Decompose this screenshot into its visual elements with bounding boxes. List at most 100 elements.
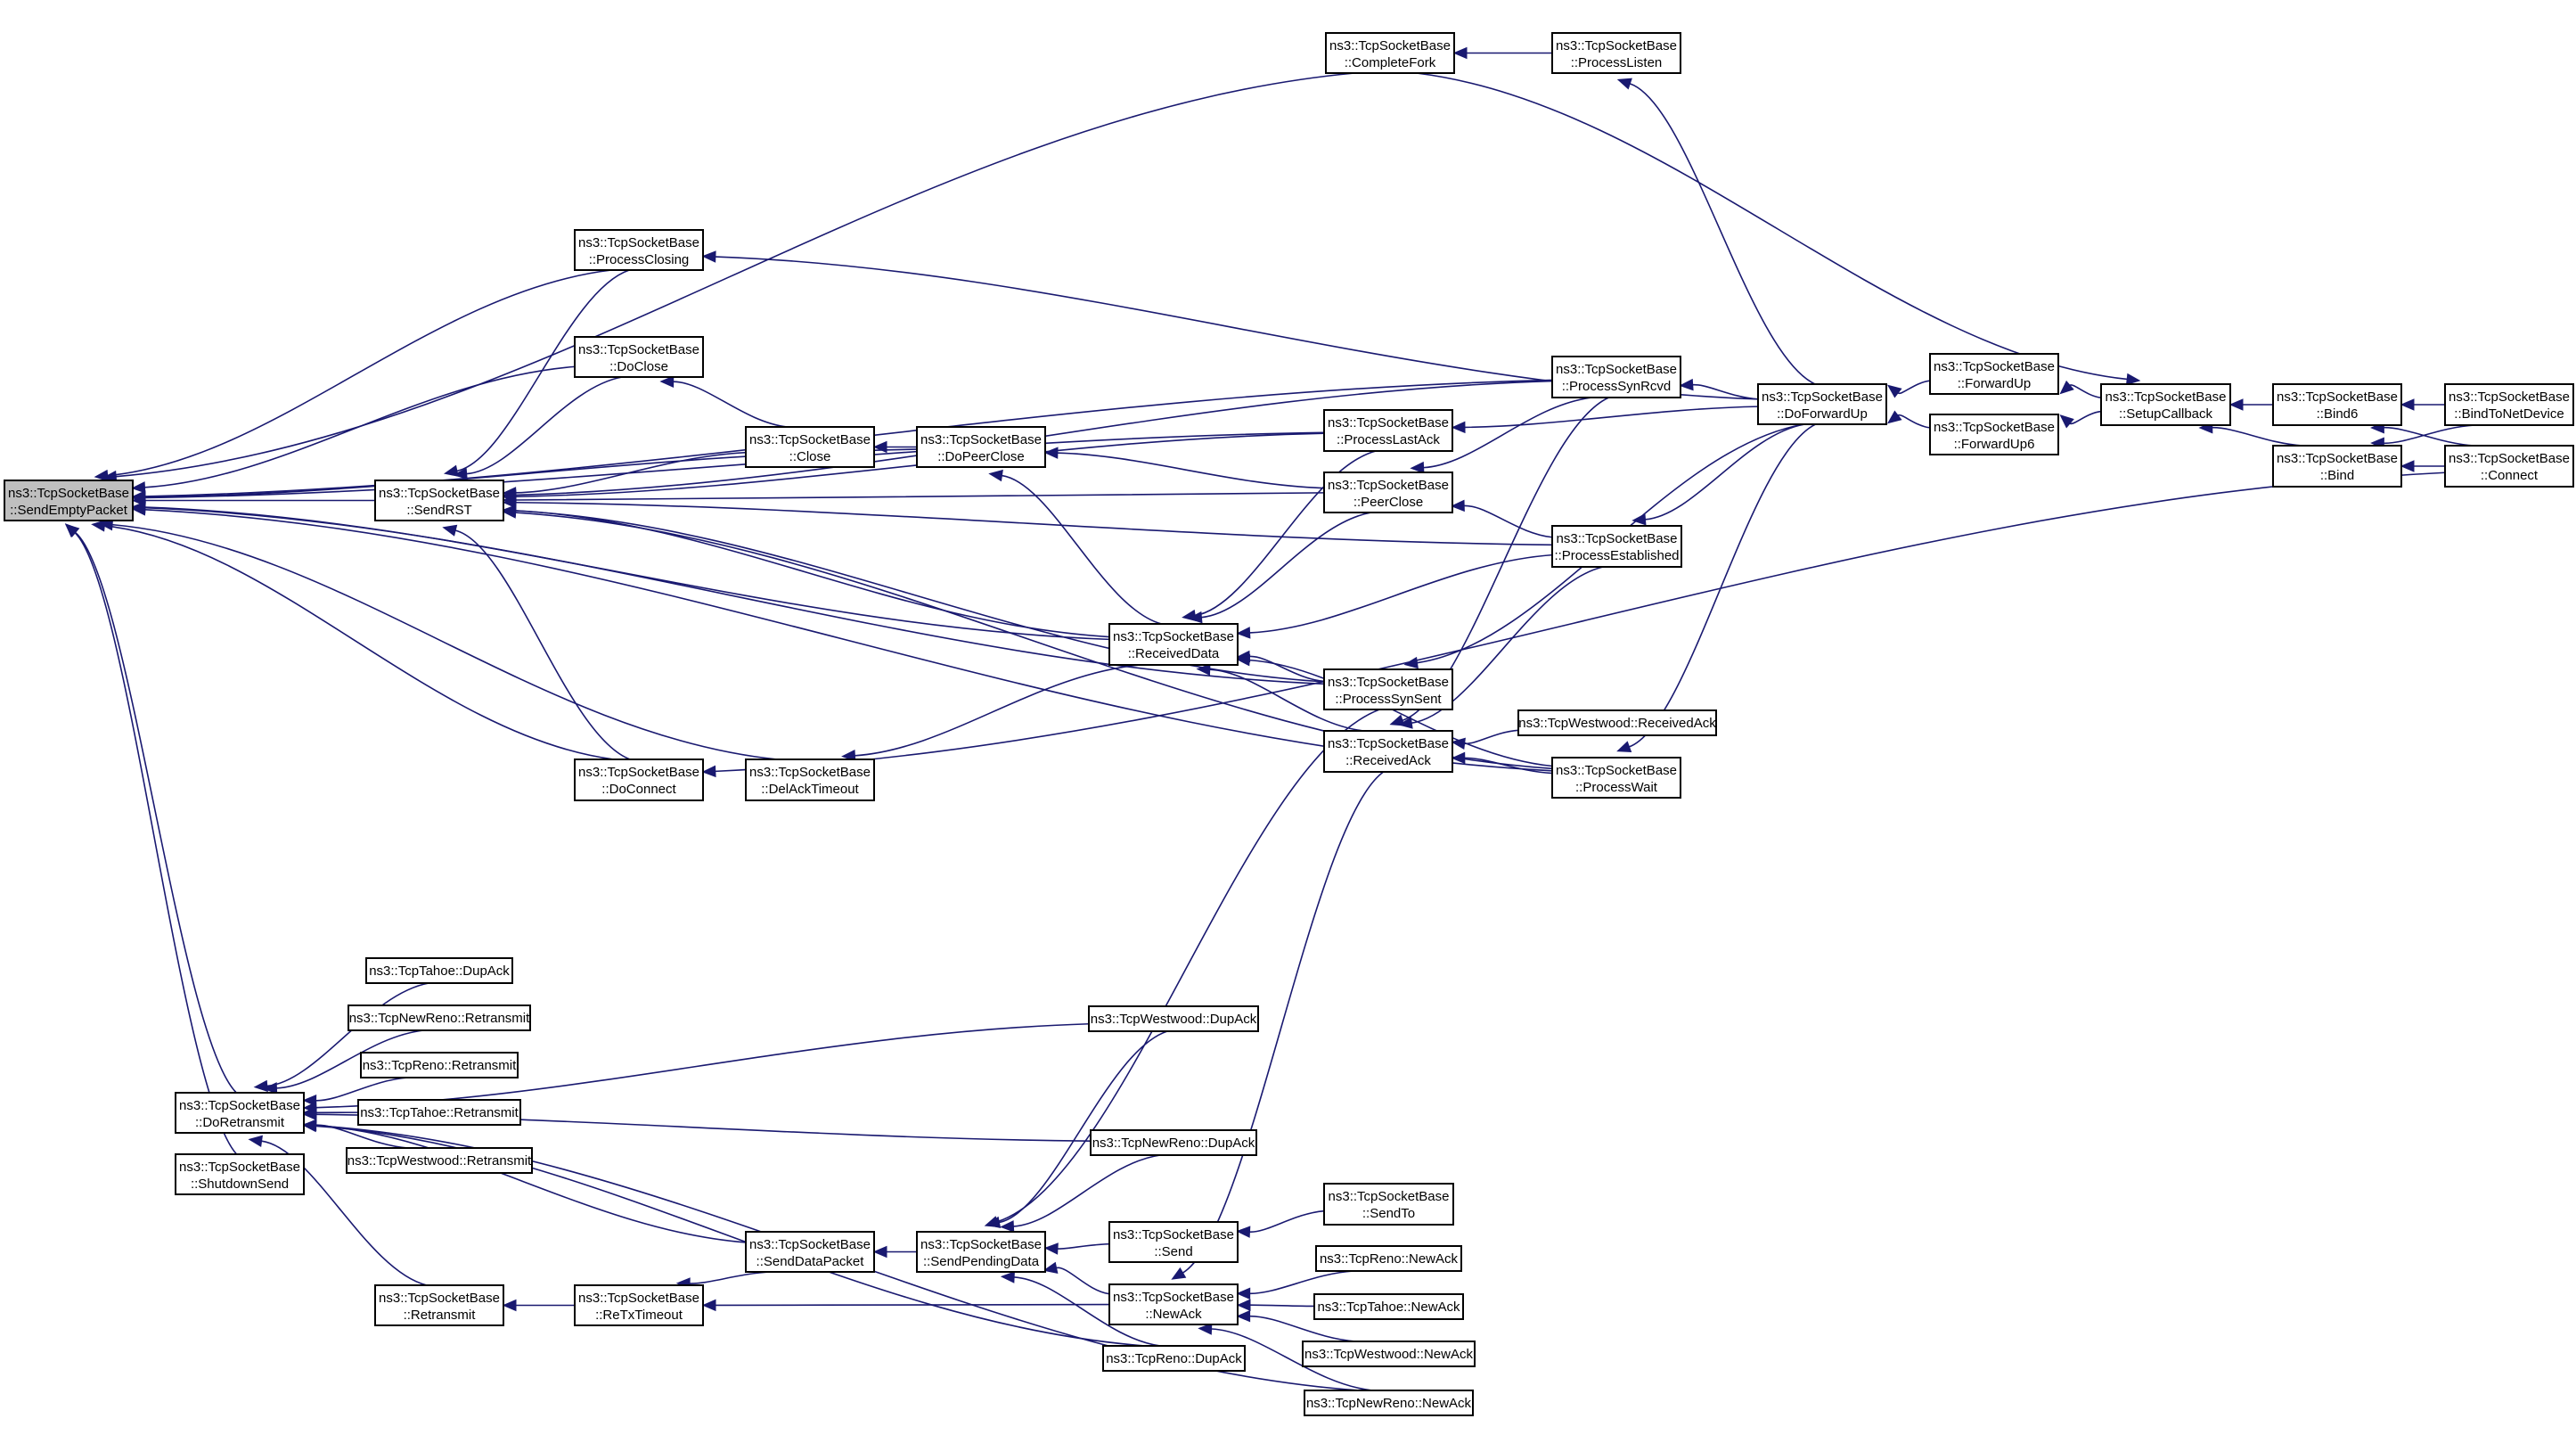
- node-box: [374, 1284, 504, 1326]
- edge-process-syn-sent-to-received-data: [1249, 655, 1325, 683]
- node-westwood-retransmit[interactable]: ns3::TcpWestwood::Retransmit: [346, 1147, 533, 1174]
- node-send-to[interactable]: ns3::TcpSocketBase::SendTo: [1323, 1183, 1454, 1226]
- edge-retransmit-to-do-retransmit: [261, 1140, 428, 1286]
- node-label: ::ReceivedData: [1128, 646, 1220, 661]
- node-label: ::Close: [789, 449, 831, 464]
- arrowhead-icon: [453, 467, 468, 480]
- node-process-wait[interactable]: ns3::TcpSocketBase::ProcessWait: [1551, 757, 1681, 799]
- node-box: [360, 1052, 519, 1078]
- arrowhead-icon: [443, 464, 459, 477]
- node-bind[interactable]: ns3::TcpSocketBase::Bind: [2272, 445, 2402, 488]
- edge-shutdown-send-to-send-empty-packet: [74, 531, 238, 1155]
- edge-peer-close-to-send-rst: [515, 492, 1325, 501]
- node-box: [4, 480, 134, 521]
- node-label: ns3::TcpSocketBase: [1762, 390, 1883, 405]
- node-do-close[interactable]: ns3::TcpSocketBase::DoClose: [574, 336, 704, 378]
- node-connect[interactable]: ns3::TcpSocketBase::Connect: [2444, 445, 2574, 488]
- node-reno-new-ack[interactable]: ns3::TcpReno::NewAck: [1315, 1245, 1462, 1272]
- node-re-tx-timeout[interactable]: ns3::TcpSocketBase::ReTxTimeout: [574, 1284, 704, 1326]
- node-process-last-ack[interactable]: ns3::TcpSocketBase::ProcessLastAck: [1323, 409, 1453, 452]
- node-label: ::ProcessWait: [1575, 780, 1658, 795]
- edge-process-syn-sent-to-send-empty-packet: [144, 506, 1325, 685]
- edge-send-data-packet-to-do-retransmit: [315, 1124, 747, 1243]
- node-setup-callback[interactable]: ns3::TcpSocketBase::SetupCallback: [2100, 383, 2231, 426]
- edge-do-close-to-send-empty-packet: [144, 365, 576, 488]
- node-label: ns3::TcpSocketBase: [1934, 420, 2055, 435]
- node-shutdown-send[interactable]: ns3::TcpSocketBase::ShutdownSend: [175, 1153, 305, 1195]
- node-close[interactable]: ns3::TcpSocketBase::Close: [745, 426, 875, 468]
- node-do-connect[interactable]: ns3::TcpSocketBase::DoConnect: [574, 758, 704, 801]
- node-do-peer-close[interactable]: ns3::TcpSocketBase::DoPeerClose: [916, 426, 1046, 468]
- node-bind-to-net-device[interactable]: ns3::TcpSocketBase::BindToNetDevice: [2444, 383, 2574, 426]
- node-label: ns3::TcpSocketBase: [578, 342, 699, 357]
- node-process-established[interactable]: ns3::TcpSocketBase::ProcessEstablished: [1551, 525, 1682, 568]
- node-label: ::ProcessListen: [1571, 55, 1663, 70]
- node-send-rst[interactable]: ns3::TcpSocketBase::SendRST: [374, 480, 504, 521]
- node-new-reno-dup-ack[interactable]: ns3::TcpNewReno::DupAck: [1090, 1129, 1257, 1156]
- node-tahoe-retransmit[interactable]: ns3::TcpTahoe::Retransmit: [357, 1099, 521, 1126]
- node-bind6[interactable]: ns3::TcpSocketBase::Bind6: [2272, 383, 2402, 426]
- edge-westwood-new-ack-to-new-ack: [1249, 1315, 1357, 1342]
- node-reno-retransmit[interactable]: ns3::TcpReno::Retransmit: [360, 1052, 519, 1078]
- node-complete-fork[interactable]: ns3::TcpSocketBase::CompleteFork: [1325, 32, 1455, 74]
- node-label: ns3::TcpSocketBase: [179, 1160, 300, 1175]
- edge-send-to-send-pending-data: [1057, 1242, 1110, 1250]
- node-process-closing[interactable]: ns3::TcpSocketBase::ProcessClosing: [574, 229, 704, 271]
- node-box: [1108, 1221, 1239, 1263]
- node-process-listen[interactable]: ns3::TcpSocketBase::ProcessListen: [1551, 32, 1681, 74]
- node-new-reno-retransmit[interactable]: ns3::TcpNewReno::Retransmit: [348, 1004, 531, 1031]
- node-box: [574, 1284, 704, 1326]
- edge-send-to-to-send: [1249, 1210, 1325, 1233]
- node-box: [745, 1231, 875, 1273]
- node-label: ns3::TcpReno::DupAck: [1106, 1351, 1242, 1366]
- node-peer-close[interactable]: ns3::TcpSocketBase::PeerClose: [1323, 472, 1453, 513]
- node-new-reno-new-ack[interactable]: ns3::TcpNewReno::NewAck: [1304, 1390, 1474, 1416]
- node-process-syn-sent[interactable]: ns3::TcpSocketBase::ProcessSynSent: [1323, 668, 1453, 710]
- edge-connect-to-do-connect: [715, 472, 2446, 773]
- node-box: [1929, 353, 2059, 395]
- node-forward-up[interactable]: ns3::TcpSocketBase::ForwardUp: [1929, 353, 2059, 395]
- edge-received-data-to-send-rst: [515, 510, 1110, 638]
- node-label: ns3::TcpSocketBase: [1113, 1290, 1234, 1305]
- arrowhead-icon: [1000, 1220, 1015, 1233]
- edge-complete-fork-to-setup-callback: [1416, 72, 2128, 381]
- node-forward-up6[interactable]: ns3::TcpSocketBase::ForwardUp6: [1929, 414, 2059, 455]
- node-label: ns3::TcpWestwood::ReceivedAck: [1518, 716, 1716, 731]
- node-label: ns3::TcpNewReno::DupAck: [1092, 1136, 1255, 1151]
- node-box: [574, 758, 704, 801]
- node-del-ack-timeout[interactable]: ns3::TcpSocketBase::DelAckTimeout: [745, 758, 875, 801]
- node-westwood-new-ack[interactable]: ns3::TcpWestwood::NewAck: [1302, 1341, 1476, 1367]
- node-box: [2444, 383, 2574, 426]
- node-new-ack[interactable]: ns3::TcpSocketBase::NewAck: [1108, 1283, 1239, 1325]
- node-label: ::DoClose: [609, 359, 668, 374]
- node-retransmit[interactable]: ns3::TcpSocketBase::Retransmit: [374, 1284, 504, 1326]
- arrowhead-icon: [1389, 714, 1405, 726]
- node-tahoe-dup-ack[interactable]: ns3::TcpTahoe::DupAck: [365, 957, 513, 984]
- node-label: ::DoForwardUp: [1777, 406, 1868, 422]
- edge-process-last-ack-to-send-empty-packet: [144, 431, 1325, 499]
- node-received-data[interactable]: ns3::TcpSocketBase::ReceivedData: [1108, 623, 1239, 666]
- node-do-forward-up[interactable]: ns3::TcpSocketBase::DoForwardUp: [1757, 383, 1887, 425]
- edge-del-ack-timeout-to-send-empty-packet: [111, 523, 778, 760]
- arrowhead-icon: [2059, 380, 2074, 395]
- node-received-ack[interactable]: ns3::TcpSocketBase::ReceivedAck: [1323, 730, 1453, 773]
- edge-tahoe-dup-ack-to-do-retransmit: [266, 982, 429, 1087]
- node-box: [574, 229, 704, 271]
- node-tahoe-new-ack[interactable]: ns3::TcpTahoe::NewAck: [1313, 1293, 1464, 1320]
- edges-layer: [64, 46, 2475, 1391]
- node-send-pending-data[interactable]: ns3::TcpSocketBase::SendPendingData: [916, 1231, 1046, 1273]
- node-westwood-dup-ack[interactable]: ns3::TcpWestwood::DupAck: [1088, 1005, 1259, 1032]
- edge-process-syn-sent-to-send-pending-data: [996, 709, 1380, 1223]
- node-do-retransmit[interactable]: ns3::TcpSocketBase::DoRetransmit: [175, 1092, 305, 1134]
- node-box: [1102, 1345, 1246, 1372]
- node-label: ::ProcessSynRcvd: [1562, 379, 1672, 394]
- node-label: ns3::TcpReno::NewAck: [1320, 1251, 1459, 1267]
- node-label: ::SendTo: [1362, 1206, 1415, 1221]
- node-send[interactable]: ns3::TcpSocketBase::Send: [1108, 1221, 1239, 1263]
- node-process-syn-rcvd[interactable]: ns3::TcpSocketBase::ProcessSynRcvd: [1551, 356, 1681, 398]
- node-westwood-received-ack[interactable]: ns3::TcpWestwood::ReceivedAck: [1517, 709, 1717, 736]
- node-reno-dup-ack[interactable]: ns3::TcpReno::DupAck: [1102, 1345, 1246, 1372]
- node-send-data-packet[interactable]: ns3::TcpSocketBase::SendDataPacket: [745, 1231, 875, 1273]
- node-send-empty-packet[interactable]: ns3::TcpSocketBase::SendEmptyPacket: [4, 480, 134, 521]
- node-label: ns3::TcpTahoe::Retransmit: [360, 1105, 519, 1120]
